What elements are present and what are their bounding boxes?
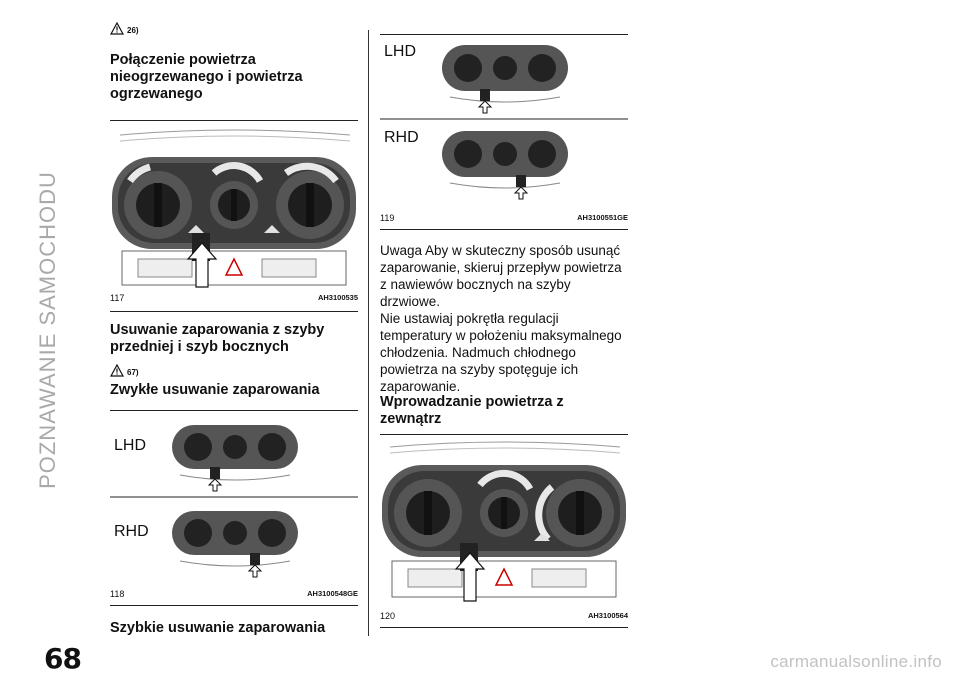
figure-117: 117 AH3100535 <box>110 120 358 312</box>
figure-120: 120 AH3100564 <box>380 434 628 628</box>
figure-code: AH3100564 <box>587 611 628 620</box>
heading-outside-air: Wprowadzanie powietrza z zewnątrz <box>380 394 564 427</box>
warning-triangle-icon <box>110 364 124 377</box>
label-rhd: RHD <box>114 523 149 540</box>
climate-panel-illustration <box>382 441 626 602</box>
label-lhd: LHD <box>384 43 417 60</box>
heading-defrost-windscreen: Usuwanie zaparowania z szyby przedniej i… <box>110 322 325 355</box>
climate-panel-lhd-rhd-illustration <box>380 45 628 200</box>
climate-panel-illustration <box>112 129 356 288</box>
sidebar-title-text: POZNAWANIE SAMOCHODU <box>35 171 60 489</box>
figure-118: LHD RHD 118 AH3100548GE <box>110 410 358 606</box>
climate-panel-lhd-rhd-illustration <box>110 425 358 578</box>
watermark: carmanualsonline.info <box>770 652 942 671</box>
warning-triangle-icon <box>110 22 124 35</box>
paragraph-note: Uwaga Aby w skuteczny sposób usunąć zapa… <box>380 243 622 309</box>
figure-code: AH3100535 <box>317 293 358 302</box>
warning-ref-text: 26) <box>127 26 139 35</box>
heading-normal-defrost: Zwykłe usuwanie zaparowania <box>110 382 320 398</box>
warning-ref-67: 67) <box>110 364 139 377</box>
warning-ref-text: 67) <box>127 368 139 377</box>
column-divider <box>368 30 369 636</box>
figure-number: 117 <box>110 293 125 303</box>
label-lhd: LHD <box>114 437 147 454</box>
page-number: 68 <box>44 642 82 675</box>
label-rhd: RHD <box>384 129 419 146</box>
figure-119: LHD RHD 119 AH3100551GE <box>380 34 628 230</box>
figure-number: 118 <box>110 589 125 599</box>
heading-quick-defrost: Szybkie usuwanie zaparowania <box>110 620 326 636</box>
paragraph-warning: Nie ustawiaj pokrętła regulacji temperat… <box>380 311 622 394</box>
figure-number: 120 <box>380 611 396 621</box>
figure-code: AH3100548GE <box>307 589 358 598</box>
figure-code: AH3100551GE <box>577 213 628 222</box>
warning-ref-26: 26) <box>110 22 139 35</box>
figure-number: 119 <box>380 213 395 223</box>
heading-mixed-air: Połączenie powietrza nieogrzewanego i po… <box>110 52 303 102</box>
